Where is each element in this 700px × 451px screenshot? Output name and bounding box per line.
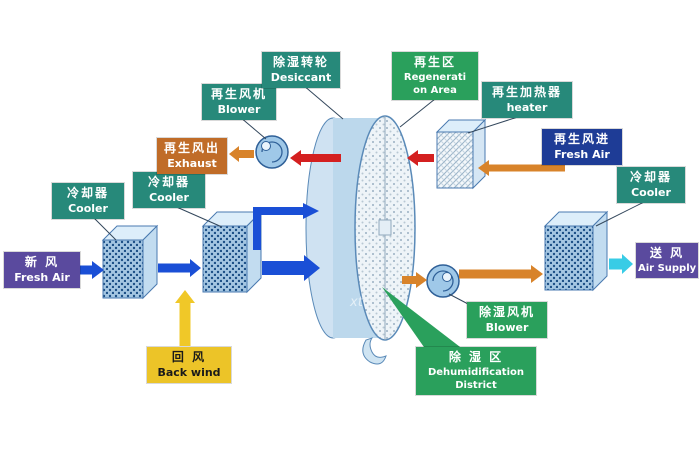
connector-regen-blower xyxy=(239,116,267,140)
desiccant-wheel xyxy=(305,115,416,365)
label-regen-blower: 再生风机 Blower xyxy=(202,84,276,120)
label-fresh-air: 新 风 Fresh Air xyxy=(4,252,80,288)
arrow-fresh-air-to-cooler1 xyxy=(80,261,104,279)
arrow-cooler2-to-wheel-upper-shaft xyxy=(253,207,303,250)
watermark: xt xyxy=(349,295,364,310)
label-cooler-1: 冷却器 Cooler xyxy=(52,183,124,219)
regen-heater-unit xyxy=(435,118,487,190)
label-desiccant-wheel-en: Desiccant xyxy=(270,70,332,84)
label-regen-heater-en: heater xyxy=(506,100,548,114)
heater-side xyxy=(472,118,486,190)
regen-fan-hub xyxy=(261,141,271,151)
cooler-2-face xyxy=(202,225,248,293)
label-regen-blower-zh: 再生风机 xyxy=(210,87,267,101)
dehum-blower-fan xyxy=(426,264,460,298)
label-air-supply-zh: 送 风 xyxy=(649,246,685,260)
arrow-back-wind-up xyxy=(175,290,195,346)
label-dehum-blower-zh: 除湿风机 xyxy=(478,305,535,319)
label-air-supply: 送 风 Air Supply xyxy=(636,243,698,278)
cooler-unit-1 xyxy=(101,224,159,300)
label-back-wind-zh: 回 风 xyxy=(171,350,207,364)
regen-fan-housing xyxy=(255,135,289,169)
label-back-wind: 回 风 Back wind xyxy=(147,347,231,383)
regen-blower-fan xyxy=(255,135,289,169)
cooler-unit-2 xyxy=(201,210,263,294)
label-regen-fresh-air-zh: 再生风进 xyxy=(553,132,610,146)
label-fresh-air-en: Fresh Air xyxy=(14,270,70,284)
arrow-wheel-to-dehum-fan xyxy=(402,272,427,288)
label-desiccant-wheel: 除湿转轮 Desiccant xyxy=(262,52,340,88)
connector-cooler-1 xyxy=(91,215,117,241)
label-exhaust-en: Exhaust xyxy=(167,156,217,170)
wheel-curl-decoration xyxy=(362,337,387,365)
arrow-cooler1-to-cooler2 xyxy=(158,259,201,277)
connector-heater xyxy=(467,114,525,134)
cooler-unit-3 xyxy=(543,210,609,292)
label-back-wind-en: Back wind xyxy=(157,365,221,379)
connector-lines xyxy=(91,84,649,306)
arrow-cooler2-to-wheel-upper-head xyxy=(303,203,319,219)
label-regen-heater: 再生加热器 heater xyxy=(482,82,572,118)
label-regen-area-en1: Regenerati xyxy=(403,71,467,83)
connector-dehum-blower xyxy=(448,293,471,306)
label-exhaust: 再生风出 Exhaust xyxy=(157,138,227,174)
dehum-fan-housing xyxy=(426,264,460,298)
connector-cooler-2 xyxy=(171,204,223,228)
label-cooler-2: 冷却器 Cooler xyxy=(133,172,205,208)
dehum-fan-hub xyxy=(442,272,452,282)
label-air-supply-en: Air Supply xyxy=(638,262,697,274)
label-cooler-2-zh: 冷却器 xyxy=(147,175,190,189)
arrow-dehum-fan-to-cooler3 xyxy=(459,265,543,283)
label-desiccant-wheel-zh: 除湿转轮 xyxy=(272,55,329,69)
arrow-fan-to-exhaust xyxy=(229,146,254,162)
label-regen-fresh-air-en: Fresh Air xyxy=(554,147,610,161)
wheel-hub xyxy=(378,219,392,236)
arrow-heater-to-wheel xyxy=(407,150,434,166)
label-cooler-1-en: Cooler xyxy=(68,201,108,215)
label-regen-area-en2: on Area xyxy=(413,84,457,96)
connector-desiccant xyxy=(302,84,344,120)
label-cooler-1-zh: 冷却器 xyxy=(66,186,109,200)
heater-face xyxy=(436,131,474,189)
label-dehum-blower: 除湿风机 Blower xyxy=(467,302,547,338)
arrow-cooler2-to-wheel-main xyxy=(262,255,320,281)
label-fresh-air-zh: 新 风 xyxy=(24,255,60,269)
dehum-zone-wedge xyxy=(382,287,464,350)
label-cooler-3: 冷却器 Cooler xyxy=(617,167,685,203)
label-regen-area-zh: 再生区 xyxy=(413,55,456,69)
label-cooler-3-en: Cooler xyxy=(631,185,671,199)
connector-cooler-3 xyxy=(595,199,649,227)
label-dehum-district-zh: 除 湿 区 xyxy=(448,350,504,364)
label-dehum-blower-en: Blower xyxy=(485,320,529,334)
label-dehum-district-en1: Dehumidification xyxy=(427,366,525,378)
label-dehum-district-en2: District xyxy=(455,379,497,391)
label-regen-blower-en: Blower xyxy=(217,102,261,116)
arrow-cooler3-to-air-supply xyxy=(609,254,633,274)
label-regen-heater-zh: 再生加热器 xyxy=(491,85,562,99)
label-exhaust-zh: 再生风出 xyxy=(163,141,220,155)
label-regen-area: 再生区 Regenerati on Area xyxy=(392,52,478,100)
flow-arrows xyxy=(80,146,633,346)
cooler-3-face xyxy=(544,225,594,291)
label-cooler-3-zh: 冷却器 xyxy=(629,170,672,184)
connector-regen-area xyxy=(399,98,436,128)
label-regen-fresh-air: 再生风进 Fresh Air xyxy=(542,129,622,165)
label-cooler-2-en: Cooler xyxy=(149,190,189,204)
arrow-wheel-to-regen-fan xyxy=(290,150,341,166)
cooler-1-face xyxy=(102,239,144,299)
label-dehum-district: 除 湿 区 Dehumidification District xyxy=(416,347,536,395)
arrow-regen-fresh-air-to-heater xyxy=(478,160,565,176)
